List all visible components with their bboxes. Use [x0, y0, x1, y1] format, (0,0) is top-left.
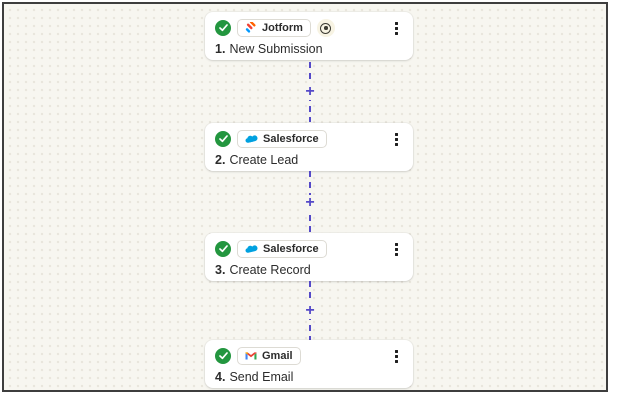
app-badge-label: Salesforce	[263, 242, 319, 255]
kebab-menu-icon[interactable]	[389, 131, 403, 147]
kebab-menu-icon[interactable]	[389, 241, 403, 257]
app-badge-label: Salesforce	[263, 132, 319, 145]
jotform-icon	[245, 22, 256, 33]
step-card-1[interactable]: Jotform 1.New Submission	[205, 12, 413, 60]
step-card-2[interactable]: Salesforce 2.Create Lead	[205, 123, 413, 171]
step-title: 4.Send Email	[215, 370, 403, 384]
salesforce-icon	[245, 135, 258, 143]
kebab-menu-icon[interactable]	[389, 20, 403, 36]
step-title: 2.Create Lead	[215, 153, 403, 167]
step-title: 1.New Submission	[215, 42, 403, 56]
step-card-3[interactable]: Salesforce 3.Create Record	[205, 233, 413, 281]
app-badge-label: Gmail	[262, 349, 293, 362]
check-circle-icon	[215, 20, 231, 36]
add-step-button[interactable]: +	[302, 303, 318, 319]
add-step-button[interactable]: +	[302, 195, 318, 211]
step-title-text: Send Email	[229, 370, 294, 384]
step-title: 3.Create Record	[215, 263, 403, 277]
step-number: 2.	[215, 153, 226, 167]
salesforce-icon	[245, 245, 258, 253]
trigger-point-icon	[316, 19, 335, 37]
add-step-button[interactable]: +	[302, 84, 318, 100]
app-badge[interactable]: Salesforce	[237, 240, 327, 258]
app-badge[interactable]: Salesforce	[237, 130, 327, 148]
check-circle-icon	[215, 131, 231, 147]
app-badge[interactable]: Jotform	[237, 19, 311, 37]
step-number: 3.	[215, 263, 226, 277]
step-title-text: Create Record	[229, 263, 311, 277]
check-circle-icon	[215, 241, 231, 257]
app-badge-label: Jotform	[262, 21, 303, 34]
kebab-menu-icon[interactable]	[389, 348, 403, 364]
step-title-text: Create Lead	[229, 153, 299, 167]
step-number: 4.	[215, 370, 226, 384]
app-badge[interactable]: Gmail	[237, 347, 301, 365]
workflow-canvas[interactable]: Jotform 1.New Submission + Salesforce	[2, 2, 608, 392]
step-number: 1.	[215, 42, 226, 56]
step-title-text: New Submission	[229, 42, 323, 56]
step-card-4[interactable]: Gmail 4.Send Email	[205, 340, 413, 388]
check-circle-icon	[215, 348, 231, 364]
gmail-icon	[245, 352, 257, 360]
